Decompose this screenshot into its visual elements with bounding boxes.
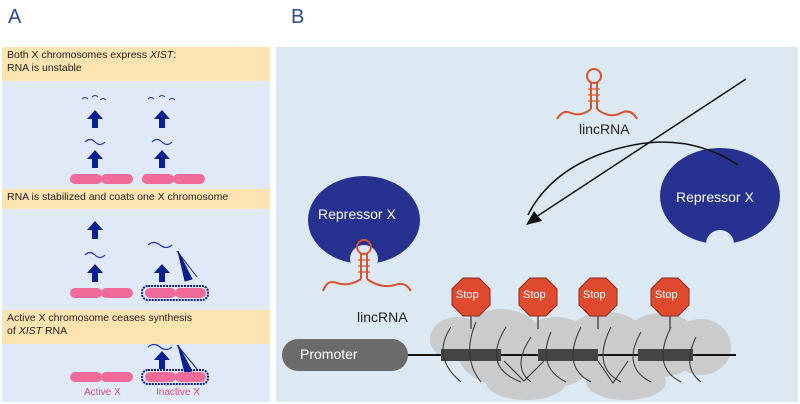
repressor-left-pocket: [350, 245, 378, 273]
stop-label: Stop: [655, 289, 678, 301]
step2-chromosomes: [70, 285, 209, 301]
stop-sign-icon: [578, 277, 618, 317]
step2-banner: RNA is stabilized and coats one X chromo…: [2, 189, 270, 209]
arrow-up-icon: [87, 221, 103, 239]
arrow-up-icon: [87, 110, 103, 128]
step3-banner: Active X chromosome ceases synthesis of …: [2, 310, 270, 344]
panel-b-letter: B: [291, 6, 305, 28]
repressor-left-label: Repressor X: [318, 206, 396, 222]
stop-sign-icon: [518, 277, 558, 317]
step1-colon: :: [173, 49, 177, 61]
panel-a: Both X chromosomes express XIST: RNA is …: [2, 47, 270, 402]
step1-rna-transcripts: [84, 138, 173, 146]
arrow-up-icon: [87, 264, 103, 282]
arrow-up-icon: [87, 150, 103, 168]
panel-a-diagram: [70, 95, 209, 385]
promoter: [282, 339, 408, 371]
stop-label: Stop: [583, 289, 606, 301]
lincrna-bound-label: lincRNA: [357, 309, 408, 325]
step3-spray: [176, 344, 198, 374]
step1-text: Both X chromosomes express: [7, 49, 150, 61]
step2-spray: [176, 250, 198, 282]
step2-rna: [84, 241, 173, 259]
lincrna-top-label: lincRNA: [579, 121, 630, 137]
step1-banner: Both X chromosomes express XIST: RNA is …: [2, 47, 270, 81]
arrow-up-icon: [154, 110, 170, 128]
lincrna-bound: [322, 239, 412, 292]
promoter-label: Promoter: [300, 346, 358, 362]
repressor-left: [308, 176, 420, 264]
step2-text: RNA is stabilized and coats one X chromo…: [7, 191, 229, 203]
arrow-up-icon: [154, 150, 170, 168]
arrow-up-icon: [154, 351, 170, 369]
step1-rna-fragments: [81, 95, 176, 101]
recruitment-arrow: [526, 78, 747, 225]
step3-line2-pre: of: [7, 325, 19, 337]
stop-sign-icon: [451, 277, 491, 317]
stop-label: Stop: [523, 289, 546, 301]
dna-wraps: [442, 321, 702, 384]
stop-sign-group: [451, 277, 690, 329]
lincrna-top: [556, 68, 638, 120]
repressor-right-label: Repressor X: [676, 189, 754, 205]
active-x-label: Active X: [84, 387, 121, 398]
step3-line1: Active X chromosome ceases synthesis: [7, 312, 192, 324]
stop-label: Stop: [456, 289, 479, 301]
step3-rna: [147, 343, 173, 351]
step1-line2: RNA is unstable: [7, 62, 82, 74]
gene-exons: [441, 349, 693, 361]
stop-sign-icon: [650, 277, 690, 317]
panel-b: lincRNA Repressor X Repressor X lincRNA …: [276, 47, 798, 402]
step1-gene: XIST: [149, 49, 174, 61]
arrow-up-icon: [154, 264, 170, 282]
repressor-right-pocket: [706, 230, 734, 258]
step1-chromosomes: [70, 174, 205, 184]
step3-line2-post: RNA: [42, 325, 68, 337]
step3-chromosomes: [70, 369, 209, 385]
step3-gene: XIST: [18, 325, 43, 337]
inactive-x-label: Inactive X: [156, 387, 200, 398]
panel-a-letter: A: [8, 6, 22, 28]
repressor-right: [660, 148, 780, 244]
panel-b-diagram: [282, 68, 780, 400]
